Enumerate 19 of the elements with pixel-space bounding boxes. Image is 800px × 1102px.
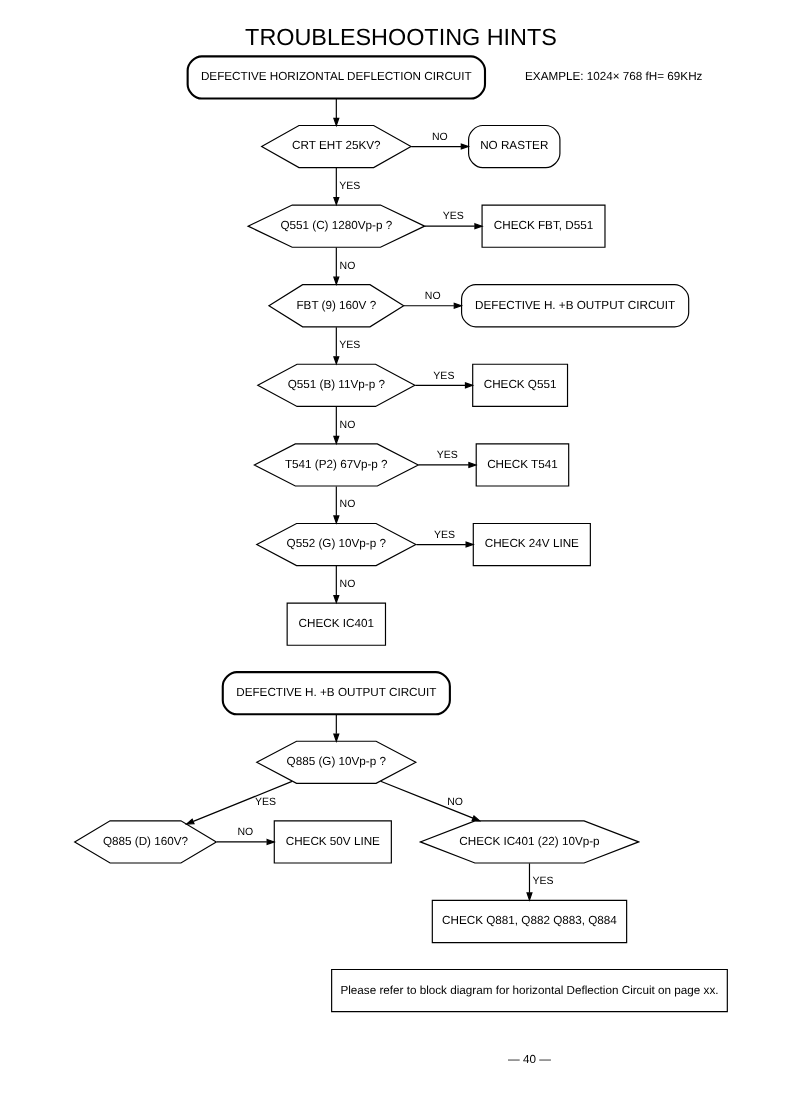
arrow [413,382,474,389]
arrow [332,326,339,366]
arrow [332,167,339,207]
arrow [423,222,483,230]
arrow [332,565,339,605]
arrow [416,461,477,469]
arrow [379,780,481,822]
arrow [332,485,339,525]
arrow [332,98,339,128]
arrow [409,143,470,150]
arrow [525,862,532,902]
arrow [183,780,292,825]
arrow [332,713,339,743]
arrow [402,302,463,310]
arrow [215,838,275,846]
arrow [332,247,339,286]
diagram-title: TROUBLESHOOTING HINTS [244,24,556,51]
arrow [332,406,339,446]
arrow [414,541,474,548]
